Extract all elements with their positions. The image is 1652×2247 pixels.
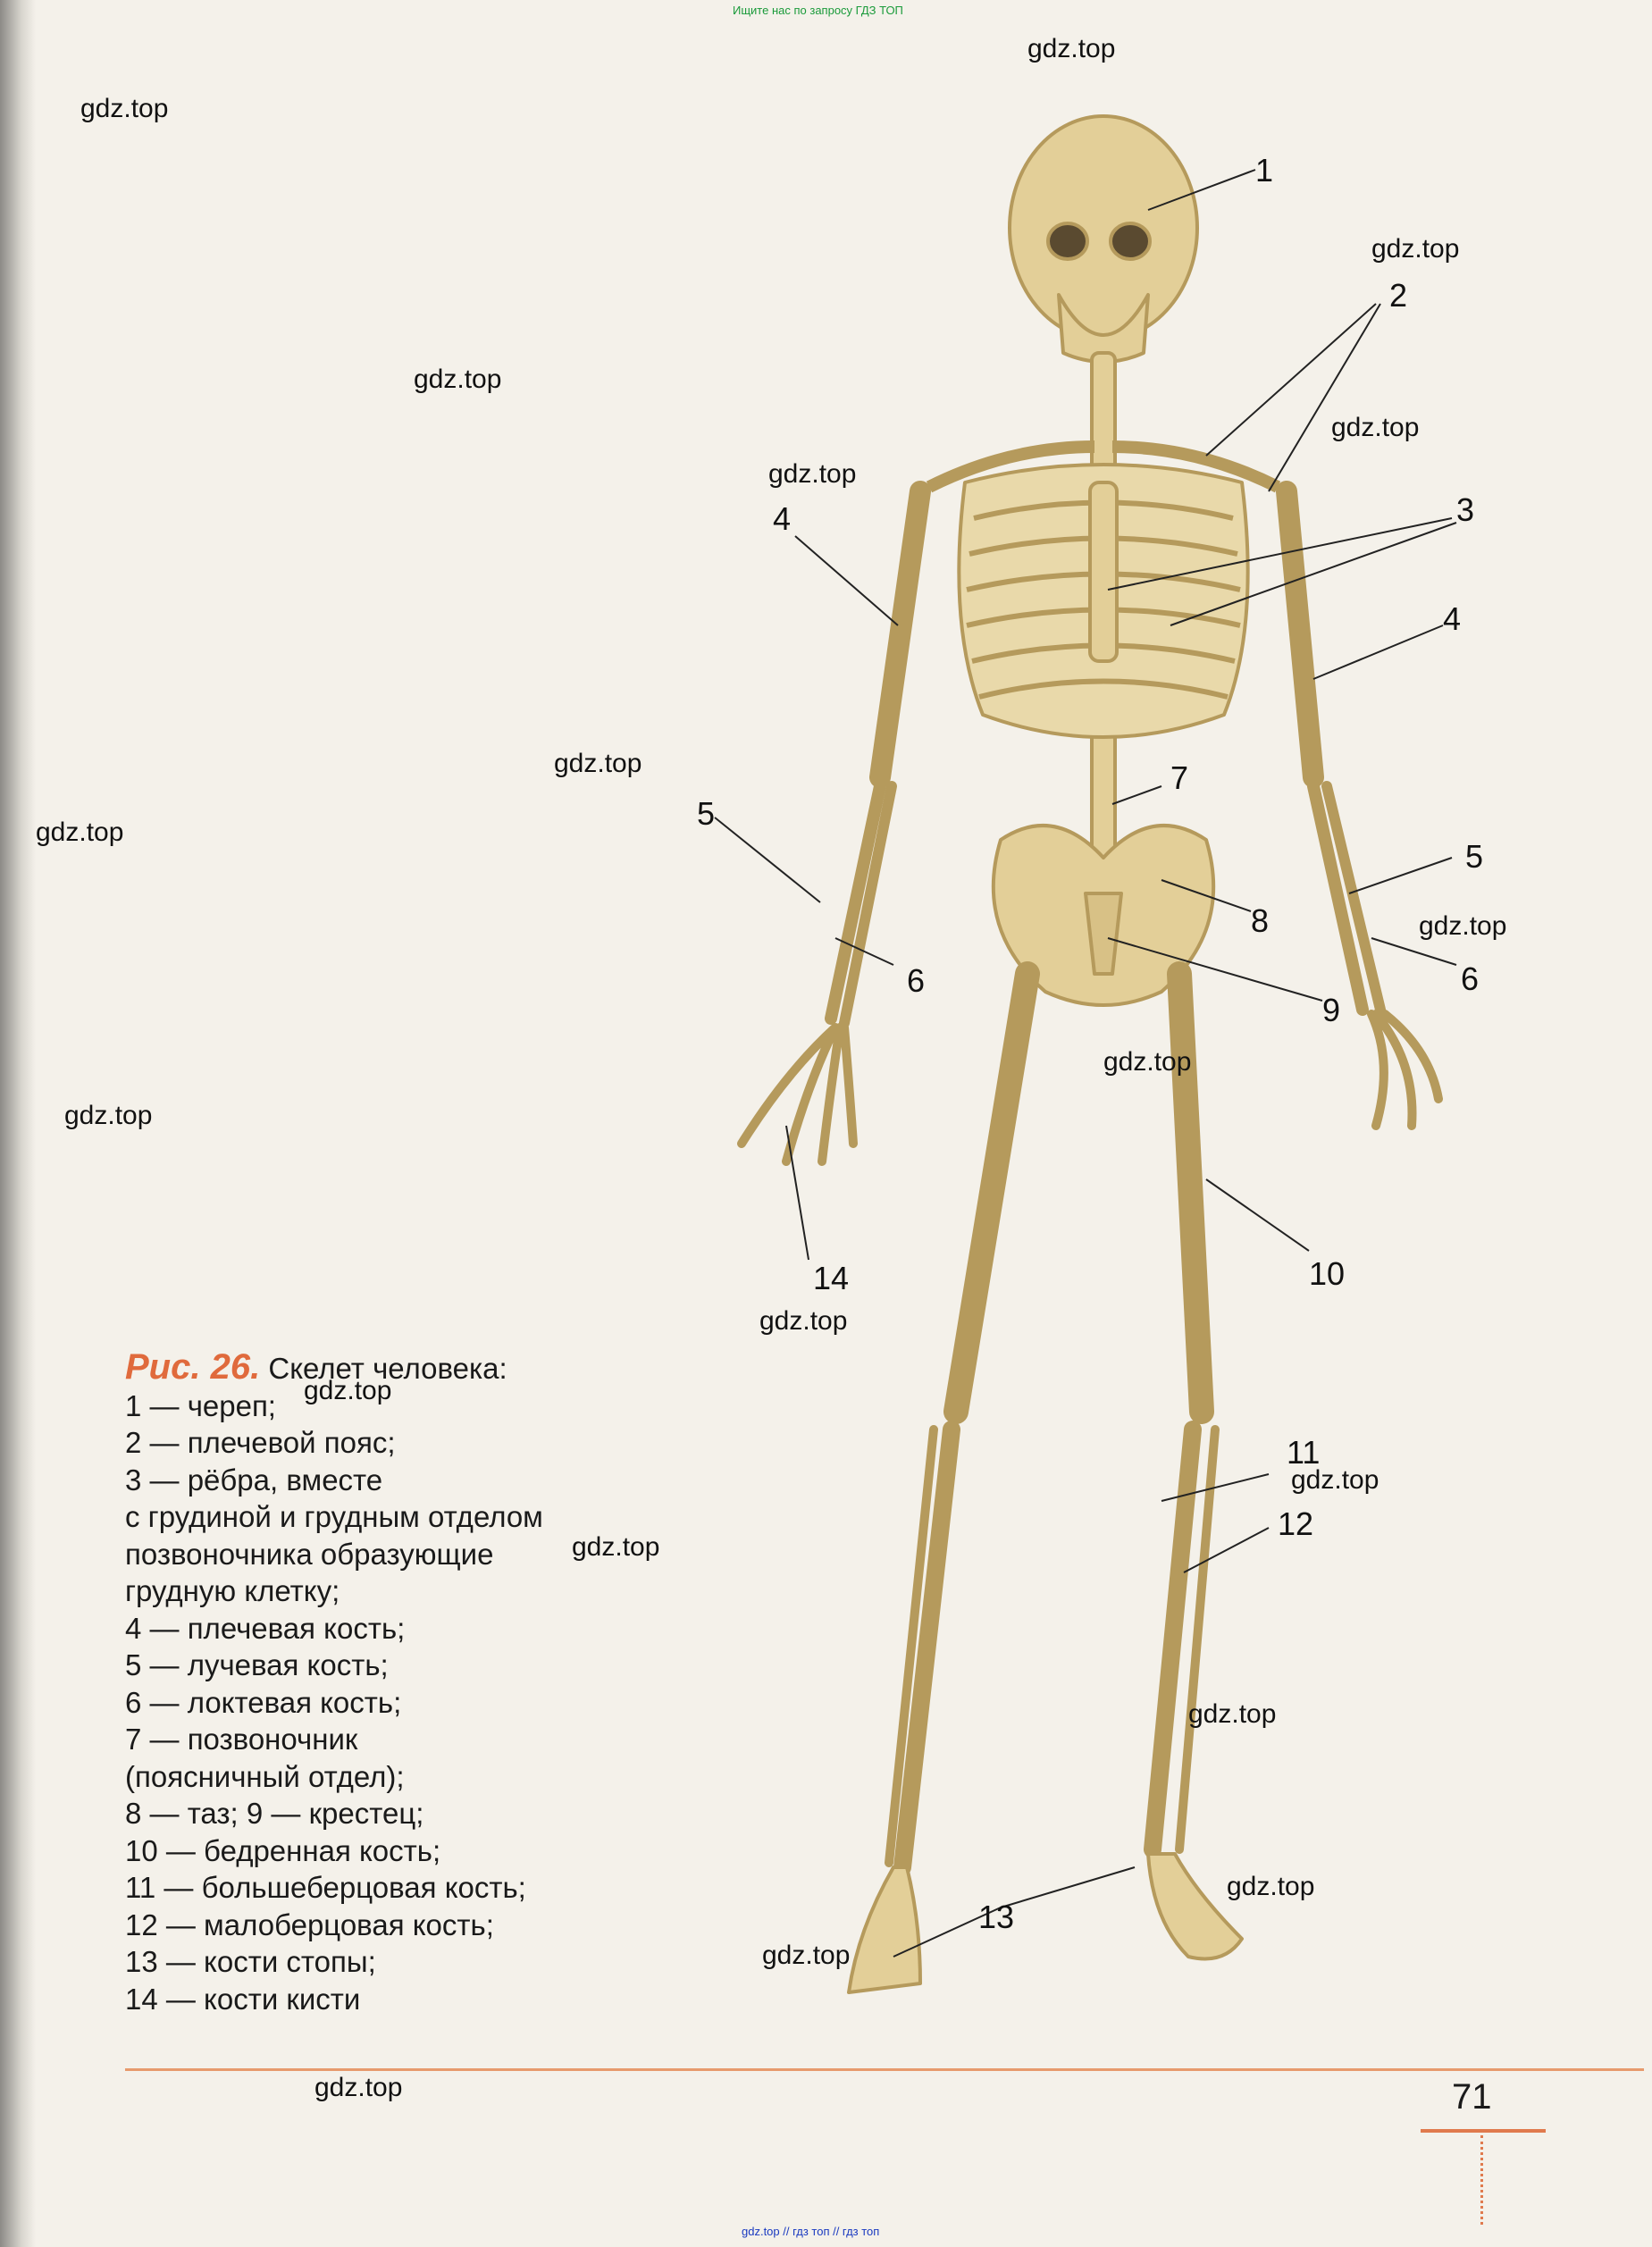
femur-left	[943, 961, 1040, 1424]
label-13: 13	[978, 1899, 1015, 1935]
hand-right	[1367, 1010, 1443, 1130]
watermark: gdz.top	[80, 94, 169, 123]
page-gutter-shadow	[0, 0, 36, 2247]
humerus-right	[1276, 481, 1324, 788]
tibia-left	[893, 1421, 960, 1876]
footer-note: gdz.top // гдз топ // гдз топ	[742, 2225, 880, 2238]
radius-right	[1307, 780, 1369, 1016]
header-note: Ищите нас по запросу ГДЗ ТОП	[733, 4, 903, 17]
watermark: gdz.top	[1371, 234, 1460, 264]
watermark: gdz.top	[1419, 911, 1507, 941]
label-14: 14	[813, 1260, 850, 1296]
watermark: gdz.top	[1103, 1047, 1192, 1077]
watermark: gdz.top	[1227, 1872, 1315, 1901]
label-4-left: 4	[773, 500, 792, 537]
caption-line: грудную клетку;	[125, 1574, 340, 1607]
label-5-right: 5	[1465, 838, 1484, 875]
label-3: 3	[1456, 491, 1475, 528]
caption-line: 1 — череп;	[125, 1388, 276, 1422]
label-1: 1	[1255, 152, 1274, 189]
label-4-right: 4	[1443, 600, 1462, 637]
caption-line: 13 — кости стопы;	[125, 1945, 376, 1978]
caption-line: 6 — локтевая кость;	[125, 1685, 402, 1719]
label-12: 12	[1278, 1505, 1314, 1542]
label-7: 7	[1170, 759, 1189, 796]
ulna-left	[839, 781, 897, 1028]
label-8: 8	[1251, 902, 1270, 939]
watermark: gdz.top	[1188, 1699, 1277, 1729]
watermark: gdz.top	[572, 1532, 660, 1562]
figure-caption: Рис. 26. Скелет человека: 1 — череп; 2 —…	[125, 1347, 625, 2017]
humerus-left	[869, 481, 931, 788]
watermark: gdz.top	[762, 1941, 851, 1970]
label-9: 9	[1322, 992, 1341, 1028]
caption-heading: Рис. 26. Скелет человека:	[125, 1347, 625, 1388]
watermark: gdz.top	[64, 1101, 153, 1130]
page-dotted-line	[1480, 2135, 1483, 2225]
watermark: gdz.top	[759, 1306, 848, 1336]
caption-title: Скелет человека:	[268, 1352, 507, 1385]
caption-line: 11 — большеберцовая кость;	[125, 1871, 526, 1904]
radius-left	[825, 780, 886, 1025]
skull	[1008, 114, 1199, 341]
caption-figure-number: Рис. 26.	[125, 1347, 261, 1387]
watermark: gdz.top	[414, 365, 502, 394]
watermark: gdz.top	[1291, 1465, 1379, 1495]
fibula-left	[885, 1425, 938, 1867]
foot-left	[847, 1866, 922, 1994]
caption-line: 4 — плечевая кость;	[125, 1611, 406, 1645]
ulna-right	[1321, 781, 1386, 1015]
caption-line: с грудиной и грудным отделом	[125, 1500, 543, 1533]
tibia-right	[1144, 1421, 1202, 1858]
caption-line: 10 — бедренная кость;	[125, 1833, 441, 1867]
label-2: 2	[1389, 277, 1408, 314]
caption-line: 5 — лучевая кость;	[125, 1648, 389, 1681]
caption-line: позвоночника образующие	[125, 1537, 494, 1571]
label-10: 10	[1309, 1255, 1346, 1292]
label-6-right: 6	[1461, 960, 1480, 997]
hand-left	[737, 1023, 858, 1166]
caption-line: (поясничный отдел);	[125, 1759, 405, 1793]
label-5-left: 5	[697, 795, 716, 832]
caption-line: 14 — кости кисти	[125, 1982, 361, 2016]
caption-line: 8 — таз; 9 — крестец;	[125, 1797, 424, 1830]
sacrum	[1084, 892, 1123, 976]
page-number-rule	[1421, 2129, 1546, 2133]
caption-line: 3 — рёбра, вместе	[125, 1463, 383, 1497]
femur-right	[1167, 961, 1214, 1424]
watermark: gdz.top	[304, 1376, 392, 1405]
watermark: gdz.top	[36, 817, 124, 847]
caption-line: 7 — позвоночник	[125, 1723, 358, 1756]
watermark: gdz.top	[554, 749, 642, 778]
watermark: gdz.top	[1027, 34, 1116, 63]
caption-line: 12 — малоберцовая кость;	[125, 1907, 494, 1941]
watermark: gdz.top	[1331, 413, 1420, 442]
page-number: 71	[1452, 2077, 1492, 2117]
watermark: gdz.top	[768, 459, 857, 489]
foot-right	[1146, 1852, 1244, 1961]
caption-line: 2 — плечевой пояс;	[125, 1426, 396, 1459]
fibula-right	[1175, 1425, 1220, 1854]
watermark: gdz.top	[314, 2073, 403, 2102]
label-6-left: 6	[907, 962, 926, 999]
label-11: 11	[1287, 1434, 1321, 1471]
footer-rule	[125, 2068, 1644, 2071]
shoulder-girdle	[926, 440, 1281, 493]
